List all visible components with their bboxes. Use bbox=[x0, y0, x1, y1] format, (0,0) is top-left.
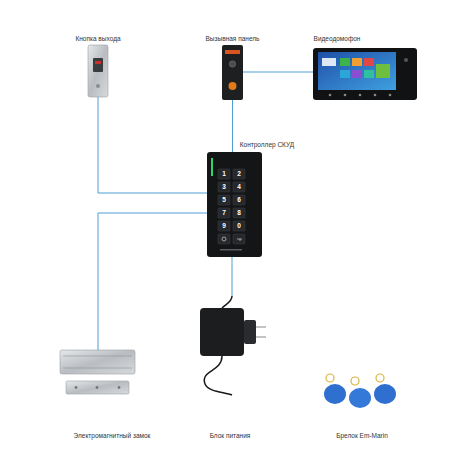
keypad-digit: 3 bbox=[222, 184, 226, 191]
keypad-digit: 9 bbox=[222, 223, 226, 230]
keypad-digit: 4 bbox=[237, 184, 241, 191]
device-caption: Видеодомофон bbox=[314, 36, 361, 43]
lock-picture bbox=[60, 350, 135, 394]
keypad-digit: 7 bbox=[222, 210, 226, 217]
power-supply-picture bbox=[200, 296, 266, 395]
wire-connector bbox=[232, 100, 233, 152]
keypad-digit: 2 bbox=[237, 171, 241, 178]
electromagnetic-lock: Электромагнитный замок bbox=[60, 350, 135, 415]
device-caption: Блок питания bbox=[210, 433, 251, 440]
call-panel: Вызывная панель bbox=[222, 45, 243, 100]
wire-connector bbox=[243, 72, 313, 73]
power-supply: Блок питания bbox=[198, 296, 268, 396]
device-caption: Электромагнитный замок bbox=[74, 433, 151, 440]
keypad-digit: 8 bbox=[237, 210, 241, 217]
keypad-digit: 0 bbox=[237, 223, 241, 230]
wire-connector bbox=[98, 213, 207, 350]
wire-connector bbox=[232, 257, 233, 296]
key-fob: Брелок Em-Marin bbox=[318, 372, 398, 412]
video-intercom: Видеодомофон bbox=[313, 48, 417, 100]
keypad-digit: 5 bbox=[222, 197, 226, 204]
keypad-digit: 6 bbox=[237, 197, 241, 204]
access-controller: Контроллер СКУД bbox=[207, 152, 262, 257]
call-panel-picture bbox=[222, 45, 243, 100]
device-caption: Вызывная панель bbox=[206, 36, 260, 43]
device-caption: Кнопка выхода bbox=[75, 36, 120, 43]
exit-button: Кнопка выхода bbox=[88, 45, 108, 97]
device-caption: Брелок Em-Marin bbox=[336, 433, 388, 440]
key-fob-picture bbox=[324, 374, 396, 408]
keypad-digit: 1 bbox=[222, 171, 226, 178]
wire-connector bbox=[98, 97, 207, 193]
controller-picture bbox=[207, 152, 262, 257]
device-caption: Контроллер СКУД bbox=[240, 142, 294, 149]
exit-button-picture bbox=[88, 45, 108, 97]
video-intercom-picture bbox=[313, 48, 417, 100]
